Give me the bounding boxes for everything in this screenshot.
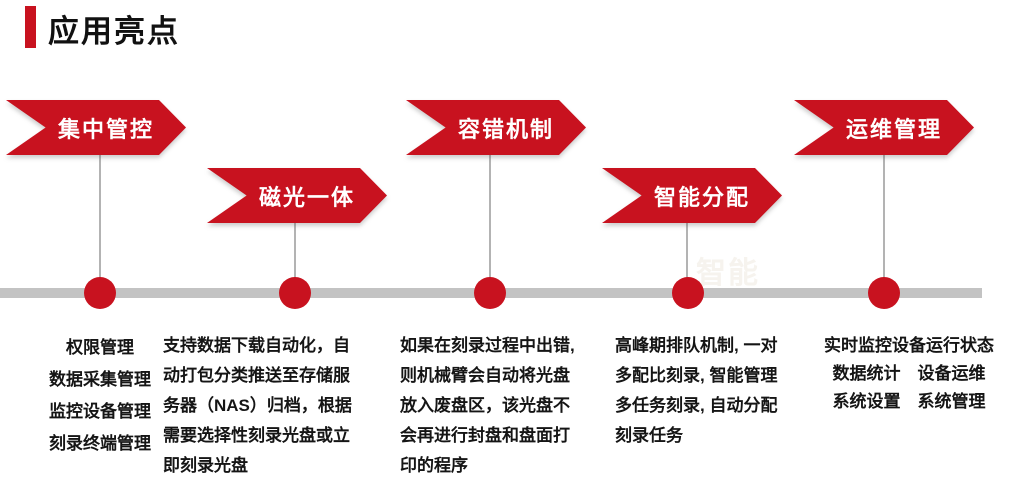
arrow-ribbon-shape: 磁光一体 — [207, 168, 387, 223]
timeline-dot-3 — [474, 277, 506, 309]
ribbon-label: 容错机制 — [457, 116, 554, 142]
timeline-dot-2 — [279, 277, 311, 309]
ribbon-fault-tolerance: 容错机制 — [406, 100, 586, 155]
timeline-dot-1 — [84, 277, 116, 309]
ribbon-label: 磁光一体 — [258, 184, 355, 210]
ribbon-label: 运维管理 — [845, 116, 942, 142]
timeline-dot-5 — [868, 277, 900, 309]
connector-line-4 — [686, 223, 688, 293]
title-row: 应用亮点 — [0, 0, 1015, 60]
ribbon-label: 智能分配 — [653, 184, 750, 210]
ribbon-label: 集中管控 — [57, 116, 154, 142]
connector-line-5 — [883, 155, 885, 293]
ribbon-magneto-optical: 磁光一体 — [207, 168, 387, 223]
connector-line-1 — [99, 155, 101, 293]
connector-line-2 — [294, 223, 296, 293]
page-title: 应用亮点 — [48, 14, 180, 49]
ribbon-centralized-control: 集中管控 — [6, 100, 186, 155]
arrow-ribbon-shape: 集中管控 — [6, 100, 186, 155]
watermark-text: 智能 — [696, 257, 760, 290]
description-fault-tolerance: 如果在刻录过程中出错, 则机械臂会自动将光盘 放入废盘区，该光盘不 会再进行封盘… — [400, 336, 575, 475]
description-intelligent-allocation: 高峰期排队机制, 一对 多配比刻录, 智能管理 多任务刻录, 自动分配 刻录任务 — [615, 336, 778, 445]
description-centralized-control: 权限管理 数据采集管理 监控设备管理 刻录终端管理 — [49, 338, 151, 453]
title-accent-bar — [25, 6, 36, 48]
description-magneto-optical: 支持数据下载自动化，自 动打包分类推送至存储服 务器（NAS）归档，根据 需要选… — [163, 336, 352, 475]
arrow-ribbon-shape: 智能分配 — [602, 168, 782, 223]
description-operations-management: 实时监控设备运行状态 数据统计 设备运维 系统设置 系统管理 — [824, 336, 994, 411]
arrow-ribbon-shape: 运维管理 — [794, 100, 974, 155]
connector-line-3 — [489, 155, 491, 293]
arrow-ribbon-shape: 容错机制 — [406, 100, 586, 155]
ribbon-intelligent-allocation: 智能分配 — [602, 168, 782, 223]
timeline-dot-4 — [672, 277, 704, 309]
ribbon-operations-management: 运维管理 — [794, 100, 974, 155]
